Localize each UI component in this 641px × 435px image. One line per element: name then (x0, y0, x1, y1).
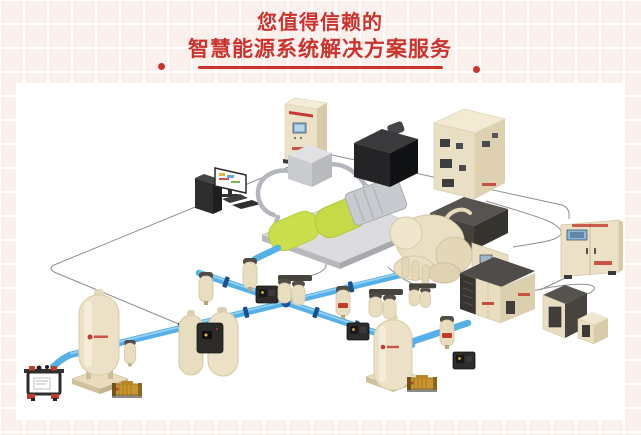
keyboard (232, 200, 261, 209)
right-accent-dot (473, 66, 480, 73)
valve-manifold (24, 365, 64, 401)
air-receiver-tank-left (70, 289, 130, 394)
centrifugal-compressor (389, 197, 509, 296)
title-line-1: 您值得信赖的 (257, 12, 383, 34)
oil-free-compressor-skid (255, 121, 426, 269)
small-dryer-unit (577, 312, 608, 345)
twin-receiver-tanks (178, 307, 239, 377)
control-wiring (50, 154, 595, 333)
inline-filters (124, 257, 476, 370)
keyboard (222, 194, 248, 203)
power-distribution-cabinet (433, 108, 506, 200)
diagram-panel (16, 83, 624, 420)
rotary-screw-compressor (460, 257, 535, 324)
title-line-2: 智慧能源系统解决方案服务 (188, 38, 452, 61)
drive-motor (354, 121, 418, 187)
airend-body (344, 176, 408, 226)
left-accent-dot (158, 63, 165, 70)
dryer-controller-box (196, 322, 224, 354)
energy-system-diagram (24, 97, 623, 401)
title-underline (198, 66, 443, 69)
monitoring-workstation (195, 167, 261, 214)
master-controller-cabinet (560, 219, 623, 279)
